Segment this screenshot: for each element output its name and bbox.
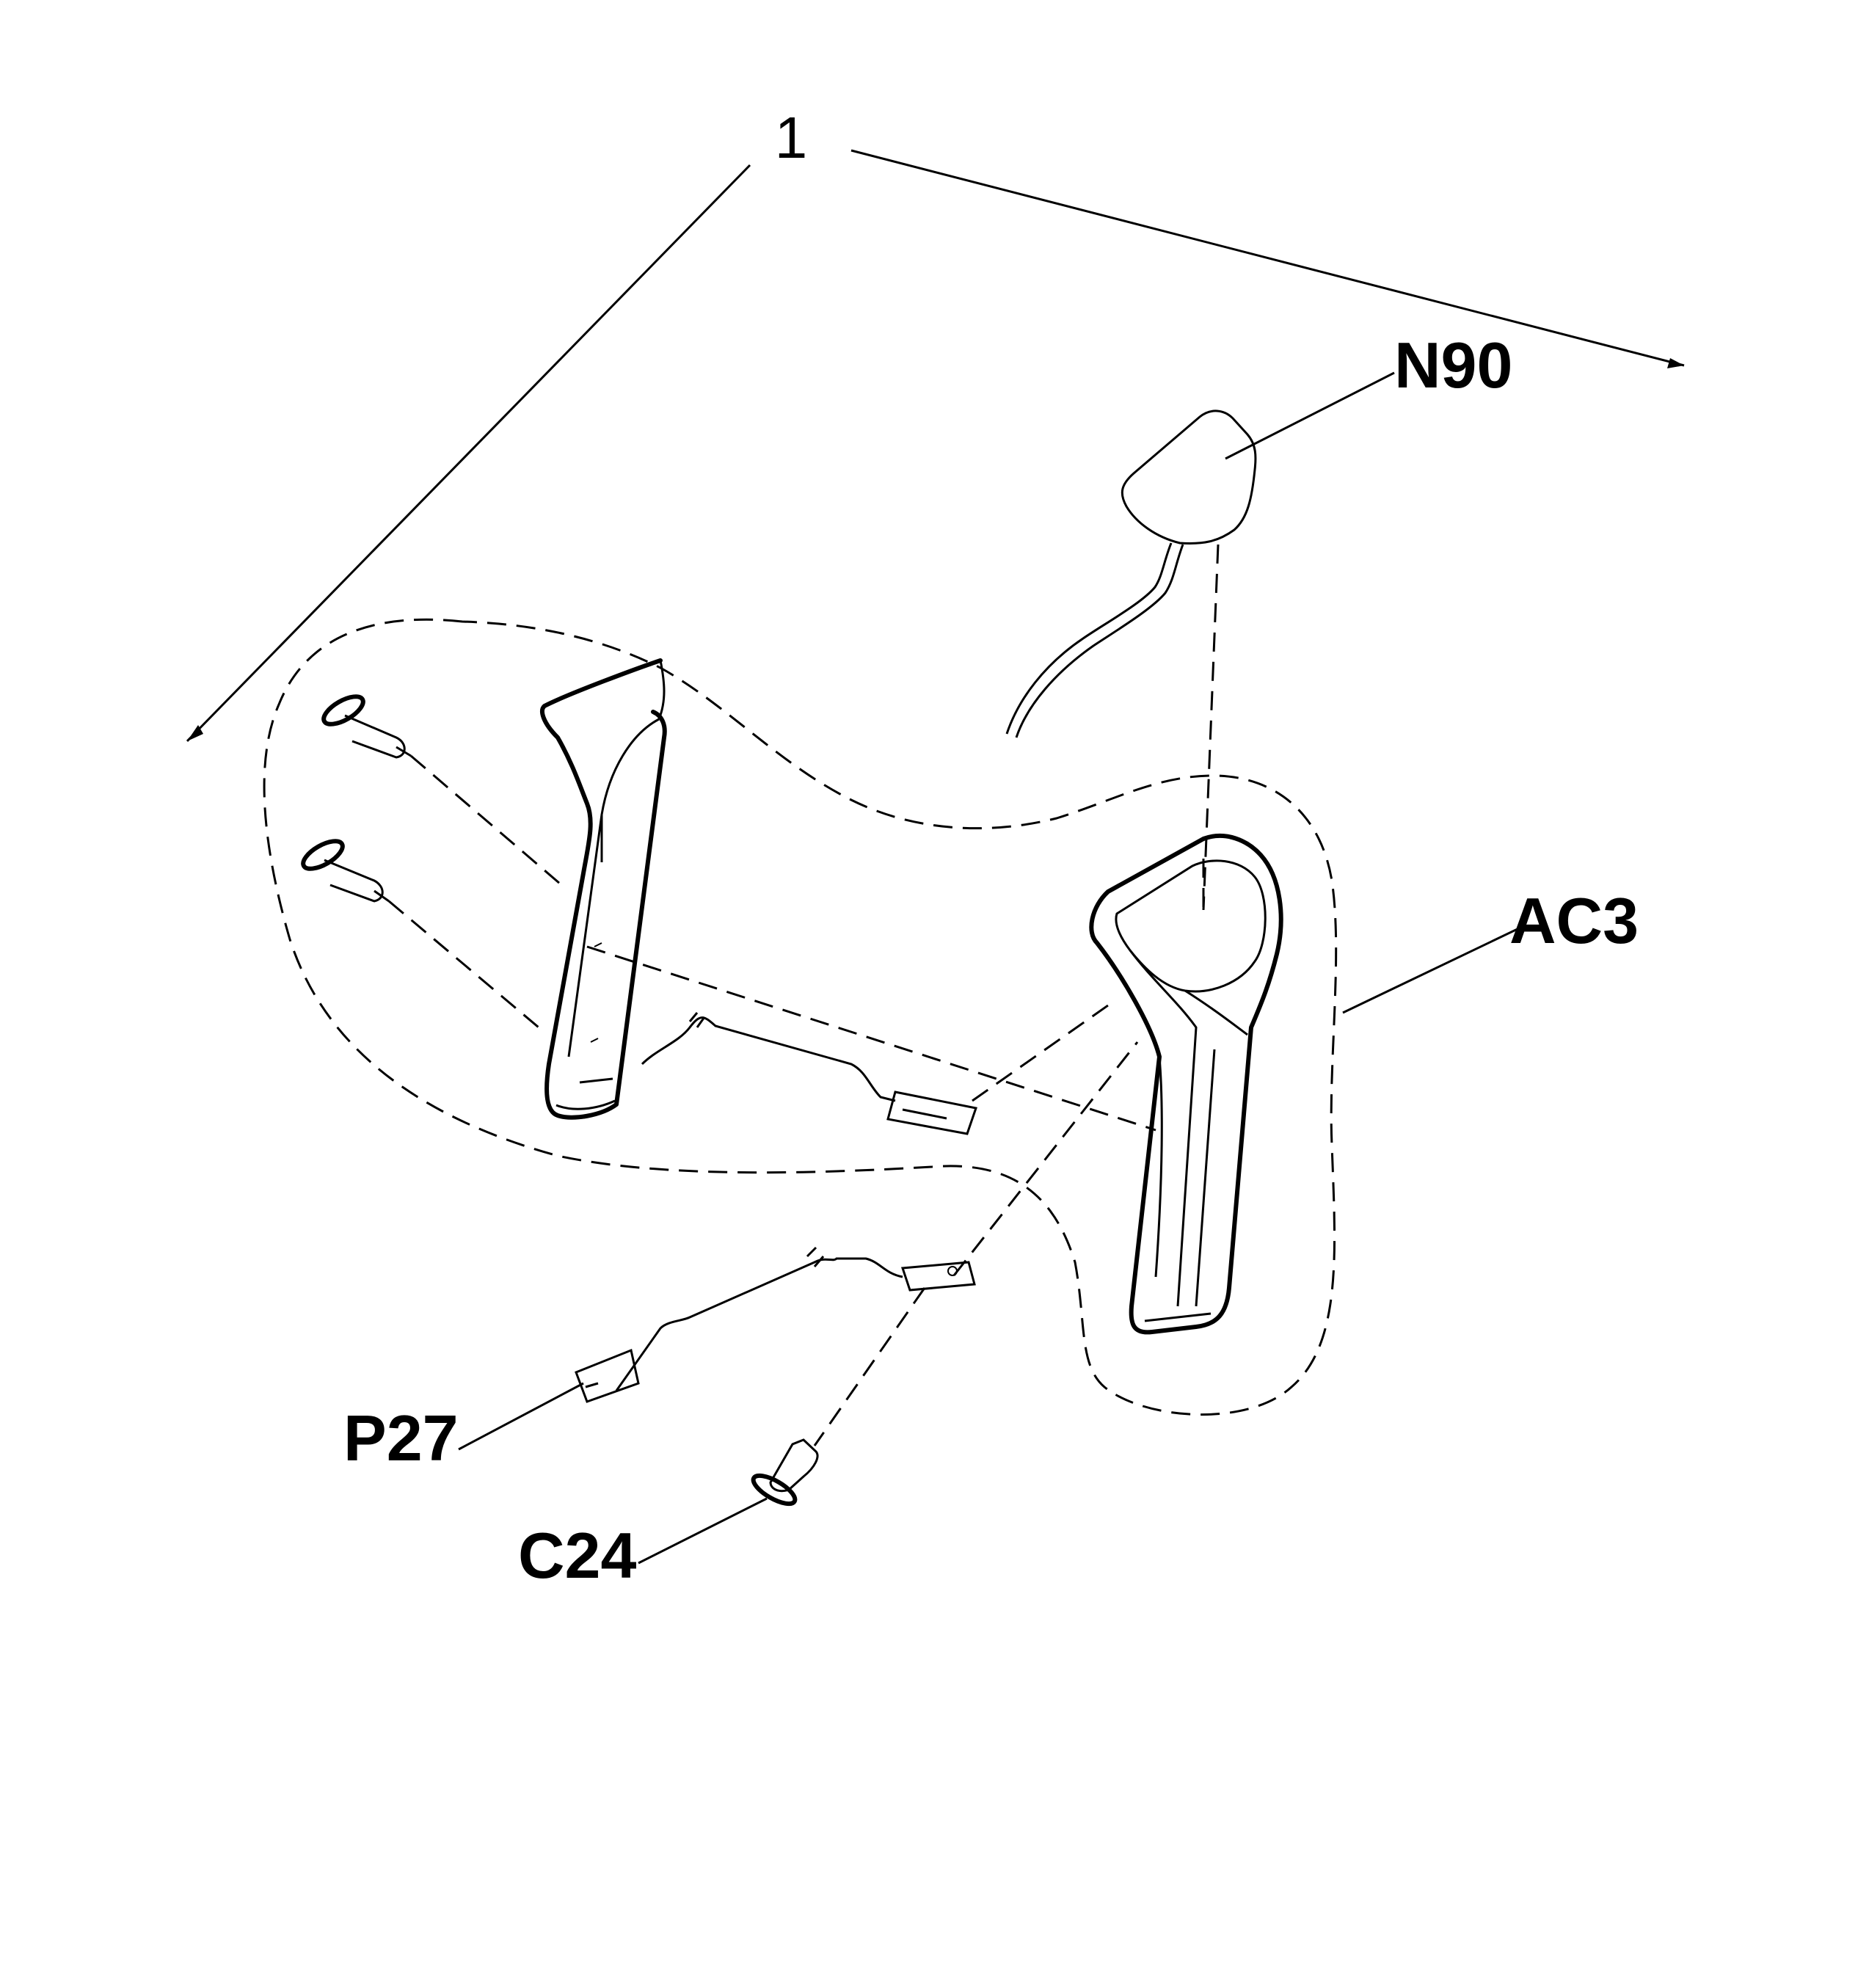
- part-lower-harness: [575, 1041, 1139, 1446]
- callout-ac3: AC3: [1509, 884, 1639, 957]
- part-left-trim: [540, 658, 667, 1120]
- part-n90-cover: [1005, 409, 1257, 911]
- leader-lines: [458, 371, 1520, 1565]
- callout-assembly: 1: [775, 105, 808, 170]
- assembly-boundary-left: [263, 618, 1338, 1416]
- callout-c24: C24: [518, 1519, 636, 1592]
- part-left-fasteners: [301, 694, 566, 1033]
- assembly-bracket: [186, 149, 1685, 743]
- part-upper-harness: [586, 945, 1156, 1135]
- part-ac3-handle: [1089, 834, 1283, 1335]
- callout-n90: N90: [1394, 329, 1512, 401]
- callout-p27: P27: [343, 1402, 459, 1474]
- part-c24-fastener: [751, 1438, 819, 1507]
